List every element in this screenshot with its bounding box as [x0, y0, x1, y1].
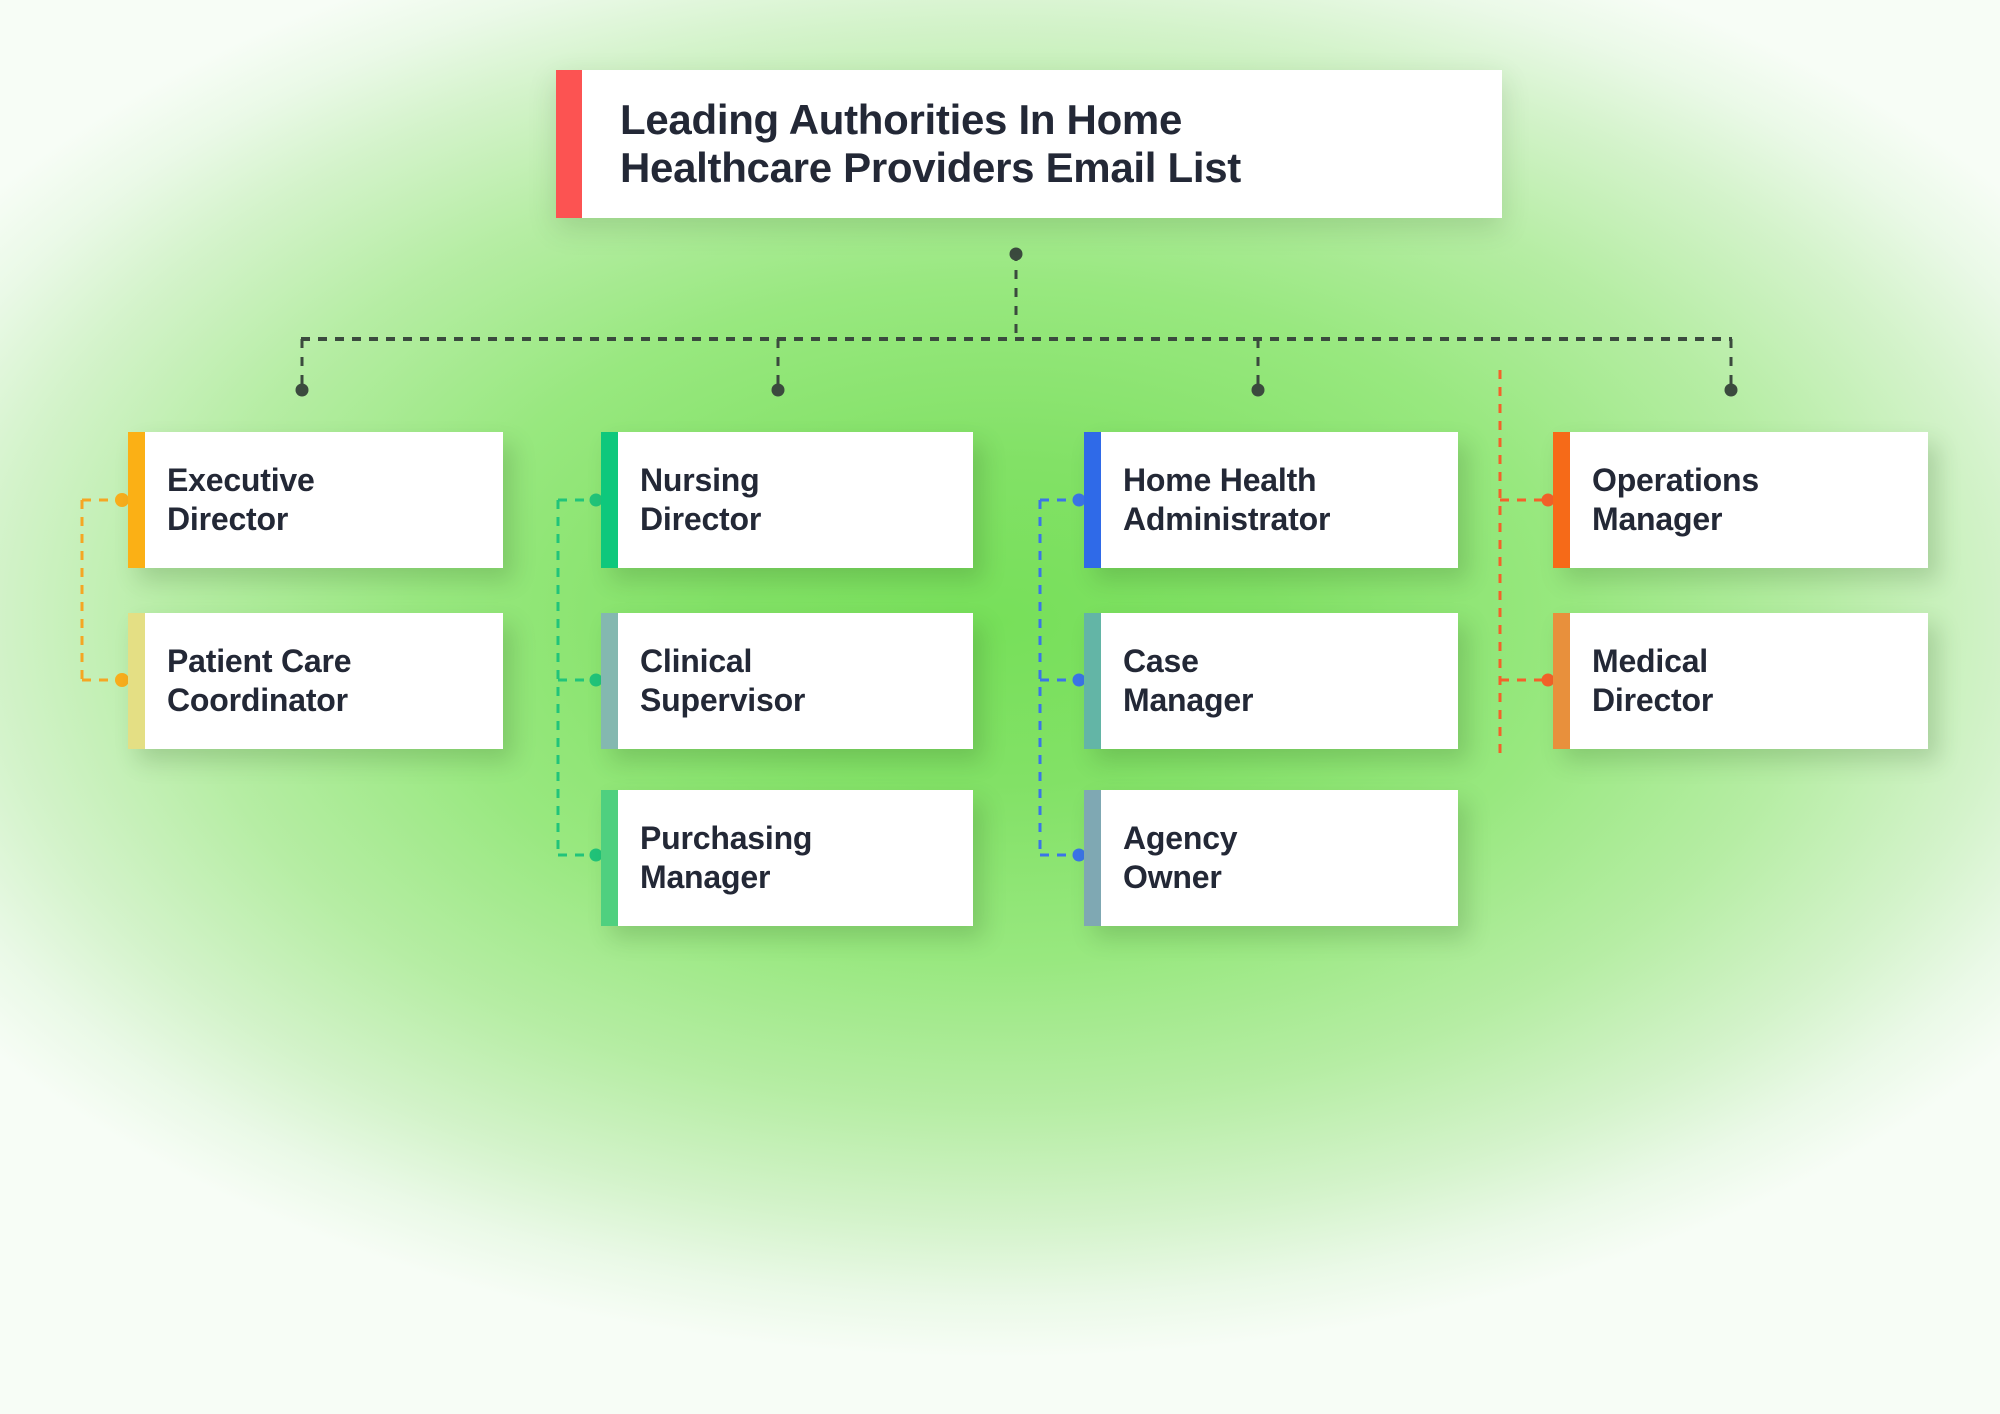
accent-bar — [1553, 432, 1570, 568]
bracket-col4 — [1498, 370, 1546, 755]
node-label: Nursing Director — [640, 461, 762, 537]
page-title: Leading Authorities In Home Healthcare P… — [620, 95, 1241, 191]
accent-bar — [601, 432, 618, 568]
accent-bar — [128, 613, 145, 749]
node-medical-director[interactable]: Medical Director — [1553, 613, 1928, 749]
bracket-dot-executive-director — [115, 493, 129, 507]
node-label: Executive Director — [167, 461, 315, 537]
node-executive-director[interactable]: Executive Director — [128, 432, 503, 568]
node-agency-owner[interactable]: Agency Owner — [1084, 790, 1458, 926]
accent-bar — [128, 432, 145, 568]
title-accent-bar — [556, 70, 582, 218]
bracket-col1 — [80, 498, 120, 682]
accent-bar — [1084, 790, 1101, 926]
node-operations-manager[interactable]: Operations Manager — [1553, 432, 1928, 568]
node-label: Case Manager — [1123, 642, 1254, 718]
bracket-col2 — [556, 498, 594, 857]
drop-dot-col1 — [295, 383, 309, 397]
drop-dot-col4 — [1724, 383, 1738, 397]
accent-bar — [601, 613, 618, 749]
bracket-col3 — [1038, 498, 1077, 857]
node-label: Medical Director — [1592, 642, 1714, 718]
node-label: Agency Owner — [1123, 819, 1238, 895]
bracket-dot-patient-care-coordinator — [115, 673, 129, 687]
drop-dot-col2 — [771, 383, 785, 397]
accent-bar — [1084, 613, 1101, 749]
node-label: Purchasing Manager — [640, 819, 813, 895]
node-label: Patient Care Coordinator — [167, 642, 352, 718]
accent-bar — [1084, 432, 1101, 568]
node-label: Clinical Supervisor — [640, 642, 806, 718]
node-purchasing-manager[interactable]: Purchasing Manager — [601, 790, 973, 926]
node-nursing-director[interactable]: Nursing Director — [601, 432, 973, 568]
drop-dot-col3 — [1251, 383, 1265, 397]
chart-title-card: Leading Authorities In Home Healthcare P… — [556, 70, 1502, 218]
node-home-health-administrator[interactable]: Home Health Administrator — [1084, 432, 1458, 568]
node-label: Operations Manager — [1592, 461, 1759, 537]
node-patient-care-coordinator[interactable]: Patient Care Coordinator — [128, 613, 503, 749]
node-case-manager[interactable]: Case Manager — [1084, 613, 1458, 749]
node-clinical-supervisor[interactable]: Clinical Supervisor — [601, 613, 973, 749]
node-label: Home Health Administrator — [1123, 461, 1331, 537]
trunk-dot — [1009, 247, 1023, 261]
accent-bar — [601, 790, 618, 926]
accent-bar — [1553, 613, 1570, 749]
